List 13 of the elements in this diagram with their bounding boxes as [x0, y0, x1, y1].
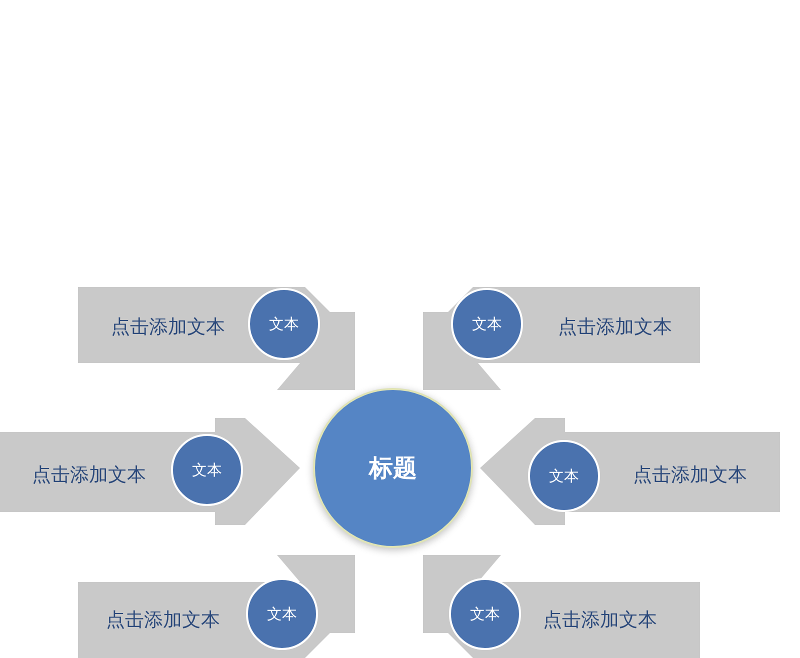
arrow-label: 点击添加文本 — [110, 315, 226, 339]
arrow-shape — [78, 555, 355, 658]
arrow-label: 点击添加文本 — [557, 315, 673, 339]
arrow-shape — [423, 555, 700, 658]
title-circle: 标题 — [313, 388, 473, 548]
arrow-label: 点击添加文本 — [105, 608, 221, 632]
arrow-shape — [78, 287, 355, 390]
arrow-shape — [423, 287, 700, 390]
arrow-label: 点击添加文本 — [632, 463, 748, 487]
arrow-label: 点击添加文本 — [31, 463, 147, 487]
arrow-label: 点击添加文本 — [542, 608, 658, 632]
arrow-shape — [480, 418, 780, 525]
arrow-shape — [0, 418, 300, 525]
